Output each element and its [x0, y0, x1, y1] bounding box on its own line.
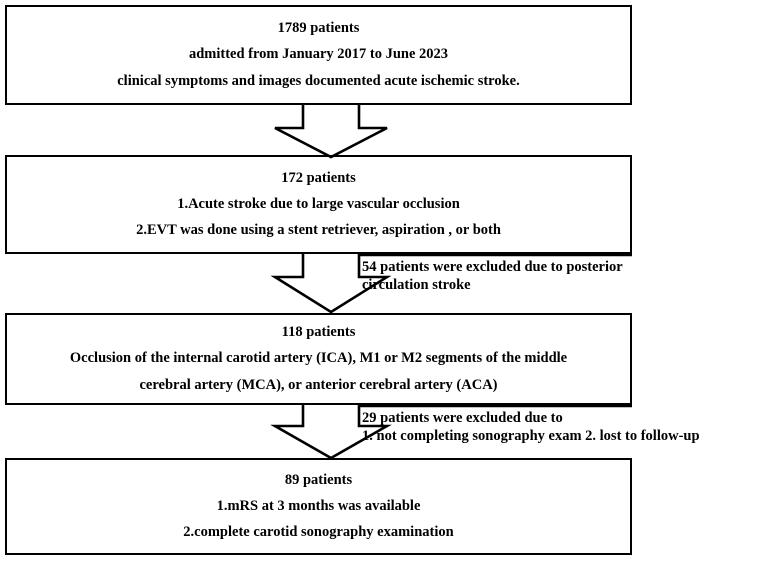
exclusion-posterior-line-2: circulation stroke [362, 277, 471, 294]
box-enrolled-line-2: admitted from January 2017 to June 2023 [188, 46, 449, 63]
box-evt-line-3: 2.EVT was done using a stent retriever, … [136, 222, 501, 239]
box-evt-line-1: 172 patients [281, 169, 356, 186]
box-enrolled-line-3: clinical symptoms and images documented … [117, 72, 520, 89]
box-anterior-line-3: cerebral artery (MCA), or anterior cereb… [139, 376, 498, 393]
box-final-line-3: 2.complete carotid sonography examinatio… [183, 524, 454, 541]
box-final-line-1: 89 patients [284, 471, 353, 488]
exclusion-note-posterior: 54 patients were excluded due to posteri… [362, 258, 760, 294]
box-enrolled-line-1: 1789 patients [277, 20, 360, 37]
box-evt-line-2: 1.Acute stroke due to large vascular occ… [177, 195, 460, 212]
flow-box-final: 89 patients 1.mRS at 3 months was availa… [5, 458, 632, 555]
flow-box-evt: 172 patients 1.Acute stroke due to large… [5, 155, 632, 254]
exclusion-posterior-line-1: 54 patients were excluded due to posteri… [362, 259, 623, 275]
arrow-1-outline [274, 104, 388, 159]
flow-box-anterior: 118 patients Occlusion of the internal c… [5, 313, 632, 405]
exclusion-note-followup: 29 patients were excluded due to 1. not … [362, 409, 760, 445]
box-final-line-2: 1.mRS at 3 months was available [216, 497, 421, 514]
exclusion-followup-line-2: 1. not completing sonography exam 2. los… [362, 428, 700, 445]
flow-box-enrolled: 1789 patients admitted from January 2017… [5, 5, 632, 105]
exclusion-followup-line-1: 29 patients were excluded due to [362, 410, 563, 426]
box-anterior-line-2: Occlusion of the internal carotid artery… [69, 350, 568, 367]
box-anterior-line-1: 118 patients [281, 324, 356, 341]
